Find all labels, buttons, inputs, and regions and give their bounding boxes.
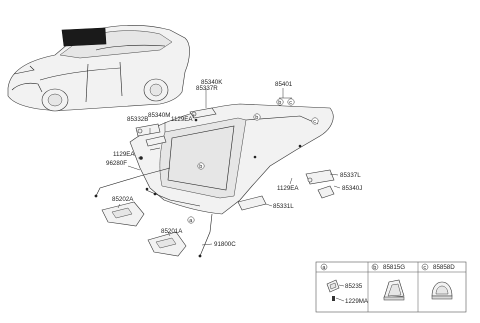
label-85201A: 85201A [161,228,183,235]
label-85332B: 85332B [127,116,148,123]
sun-visor-85201A [147,231,187,257]
legend-header-c: c [421,263,429,271]
callout-b-top: b [276,98,284,106]
label-91800C: 91800C [214,241,236,248]
sunroof-glass [61,27,107,47]
leader-lines [117,88,341,246]
clip-icon [145,187,149,191]
callout-a-visor: a [187,216,195,224]
label-96280F: 96280F [106,160,127,167]
svg-text:b: b [373,265,376,271]
clip-icon [153,192,157,196]
legend-part-a-1: 85235 [345,283,363,290]
callout-b-headliner-top: b [253,113,261,121]
svg-text:a: a [322,265,326,271]
label-1129EA-right: 1129EA [277,185,299,192]
svg-text:b: b [278,100,281,106]
clip-icon [194,118,198,122]
wire-96280F [95,167,171,197]
headliner-assembly [129,103,334,215]
svg-text:b: b [255,115,258,121]
legend-header-a: a [320,263,328,271]
legend-box: a b 85815G c 85858D 85235 1229MA [315,261,467,313]
svg-text:c: c [313,119,316,125]
svg-text:c: c [289,100,292,106]
label-85331L: 85331L [273,203,294,210]
callout-c-headliner: c [311,117,319,125]
callout-c-top: c [287,98,295,106]
label-85340J: 85340J [342,185,362,192]
clip-icon [253,155,257,159]
label-85202A: 85202A [112,196,134,203]
clip-assembly-icon [326,279,345,302]
wire-91800C [199,213,213,257]
legend-part-b: 85815G [383,264,405,271]
svg-text:b: b [199,164,202,170]
label-85401: 85401 [275,81,293,88]
sun-visor-85202A [101,201,145,227]
legend-header-b: b [371,263,379,271]
bracket-85332B [135,123,167,147]
label-85340K: 85340K [201,79,223,86]
bracket-85337L [305,169,335,185]
legend-part-a-2: 1229MA [345,298,369,305]
label-1129EA-top: 1129EA [171,116,193,123]
clip-icon [298,144,302,148]
label-85340M: 85340M [148,112,170,119]
car-illustration [7,25,190,112]
svg-text:c: c [423,265,426,271]
label-1129EA-left: 1129EA [113,151,135,158]
label-85337R: 85337R [196,85,218,92]
callout-b-sunroof: b [197,162,205,170]
label-85337L: 85337L [340,172,361,179]
clip-85815G-icon [383,279,405,301]
svg-text:a: a [189,218,193,224]
clip-85858D-icon [431,281,453,300]
assist-handle-85331L [237,195,267,211]
bracket-85340J [317,185,335,199]
bracket-85340K [189,107,217,119]
legend-part-c: 85858D [433,264,455,271]
